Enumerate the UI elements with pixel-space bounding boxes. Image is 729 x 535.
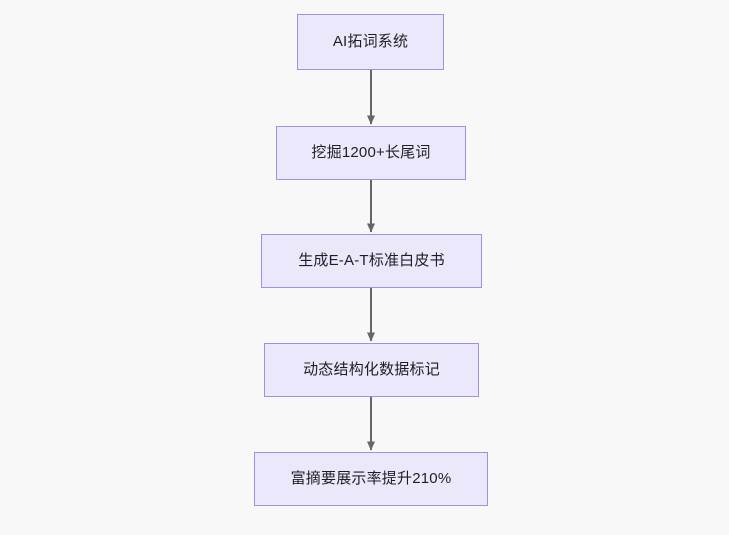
flowchart-node-rich-snippet-rate-increase[interactable]: 富摘要展示率提升210% [254,452,488,506]
node-label: 动态结构化数据标记 [303,361,440,379]
node-label: AI拓词系统 [332,33,409,51]
node-label: 挖掘1200+长尾词 [311,144,431,162]
node-label: 富摘要展示率提升210% [290,470,452,488]
flowchart-node-generate-eat-whitepaper[interactable]: 生成E-A-T标准白皮书 [261,234,482,288]
flowchart-node-mine-longtail-keywords[interactable]: 挖掘1200+长尾词 [276,126,466,180]
node-label: 生成E-A-T标准白皮书 [298,252,445,270]
flowchart-node-dynamic-structured-data-markup[interactable]: 动态结构化数据标记 [264,343,479,397]
flowchart-node-ai-keyword-system[interactable]: AI拓词系统 [297,14,444,70]
